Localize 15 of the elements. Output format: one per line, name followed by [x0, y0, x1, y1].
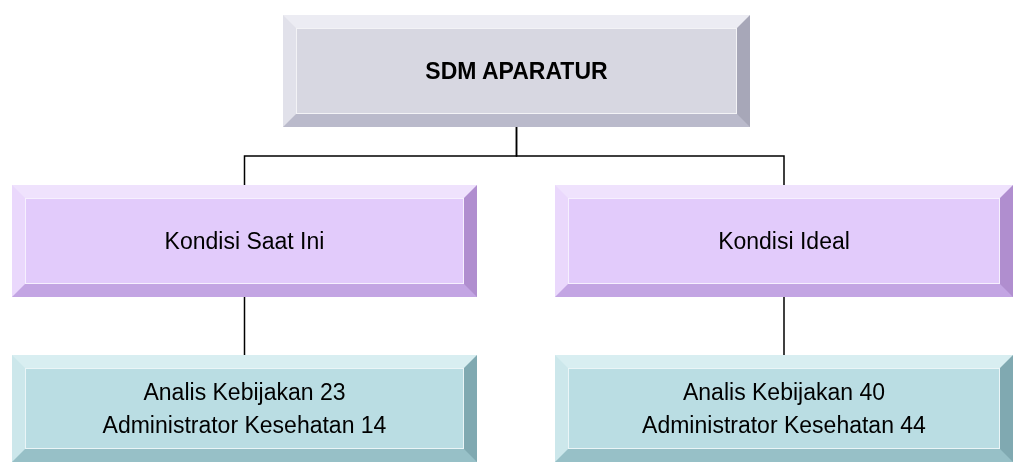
- beveled-box: [12, 355, 477, 462]
- beveled-box: [12, 185, 477, 297]
- connector-line: [515, 126, 785, 186]
- connector-line: [783, 296, 785, 356]
- box-label: Analis Kebijakan 23: [143, 377, 346, 407]
- box-label: Administrator Kesehatan 14: [102, 410, 387, 440]
- box-label: Kondisi Ideal: [718, 226, 850, 256]
- box-label: Administrator Kesehatan 44: [642, 410, 926, 440]
- box-label: Kondisi Saat Ini: [164, 226, 325, 256]
- box-label: Analis Kebijakan 40: [683, 377, 885, 407]
- beveled-box: [283, 15, 750, 127]
- connector-line: [243, 296, 246, 356]
- beveled-box: [555, 355, 1013, 462]
- box-label: SDM APARATUR: [425, 56, 608, 86]
- beveled-box: [555, 185, 1013, 297]
